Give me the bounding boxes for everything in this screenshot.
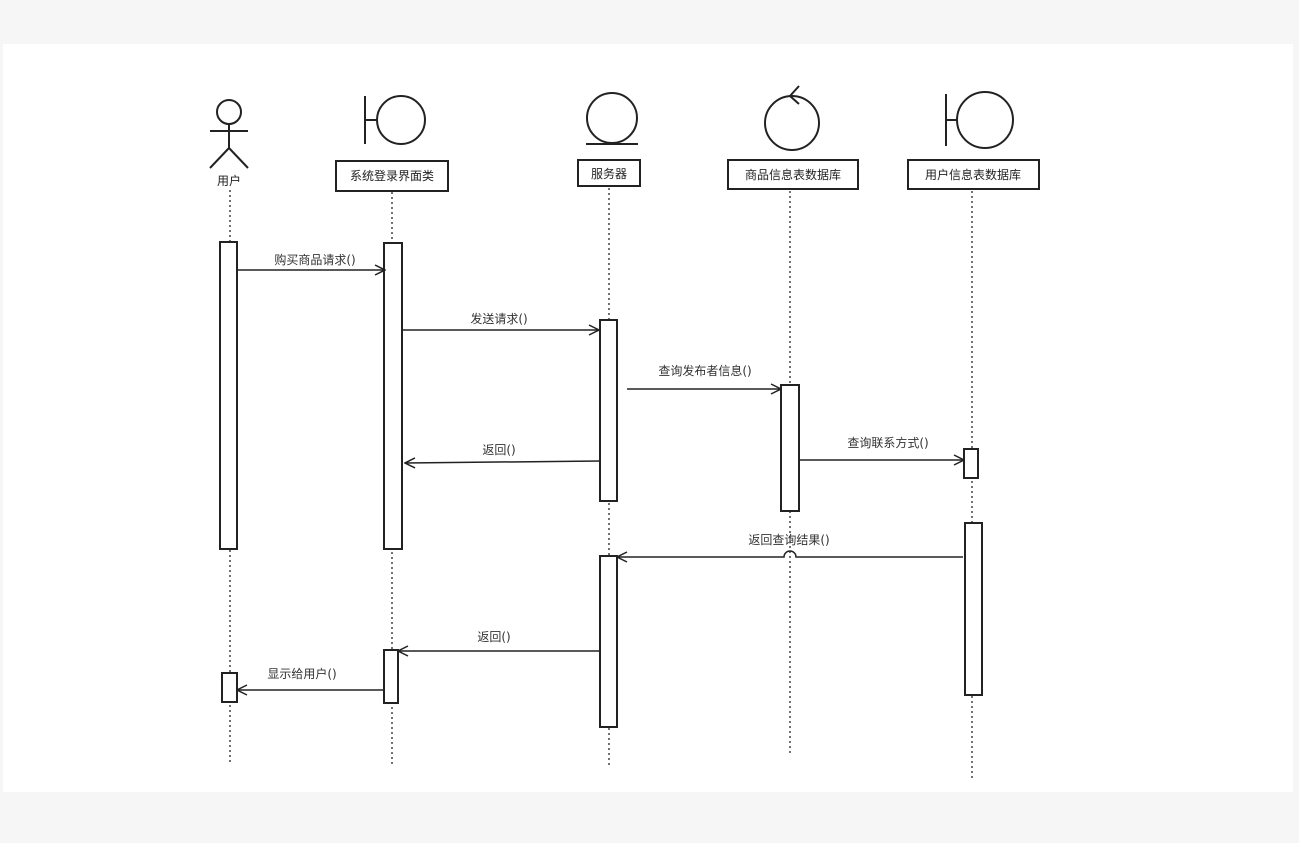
message-arrow-4	[405, 461, 601, 463]
message-arrow-6	[617, 550, 963, 557]
participant-label-login-ui: 系统登录界面类	[350, 168, 434, 183]
participant-login-ui: 系统登录界面类	[335, 160, 449, 192]
message-label-1: 购买商品请求()	[274, 252, 355, 267]
activation-user-db-2	[964, 522, 983, 696]
activation-user-2	[221, 672, 238, 703]
activation-login-ui-1	[383, 242, 403, 550]
participant-label-server: 服务器	[591, 166, 627, 181]
activation-user-1	[219, 241, 238, 550]
control-icon	[764, 85, 820, 151]
message-label-2: 发送请求()	[470, 311, 527, 326]
participant-server: 服务器	[577, 159, 641, 187]
messages	[237, 270, 964, 690]
actor-icon	[209, 99, 249, 169]
activation-goods-db	[780, 384, 800, 512]
message-labels: 购买商品请求() 发送请求() 查询发布者信息() 返回() 查询联系方式() …	[267, 252, 928, 681]
message-label-7: 返回()	[477, 630, 510, 644]
boundary-icon	[364, 95, 426, 145]
activation-server-2	[599, 555, 618, 728]
activation-login-ui-2	[383, 649, 399, 704]
entity-icon	[586, 92, 638, 145]
message-label-3: 查询发布者信息()	[658, 363, 751, 378]
message-label-8: 显示给用户()	[267, 666, 336, 681]
boundary-icon	[945, 91, 1014, 149]
diagram-canvas	[3, 44, 1293, 792]
activation-server-1	[599, 319, 618, 502]
message-label-5: 查询联系方式()	[847, 435, 928, 450]
participant-user: 用户	[217, 173, 241, 188]
participant-goods-db: 商品信息表数据库	[727, 159, 859, 190]
message-label-6: 返回查询结果()	[748, 533, 829, 547]
activation-user-db-1	[963, 448, 979, 479]
activations	[219, 241, 983, 728]
participant-label-user: 用户	[217, 173, 241, 188]
participant-label-goods-db: 商品信息表数据库	[745, 167, 841, 182]
participant-user-db: 用户信息表数据库	[907, 159, 1040, 190]
message-label-4: 返回()	[482, 443, 515, 457]
participant-label-user-db: 用户信息表数据库	[925, 167, 1021, 182]
